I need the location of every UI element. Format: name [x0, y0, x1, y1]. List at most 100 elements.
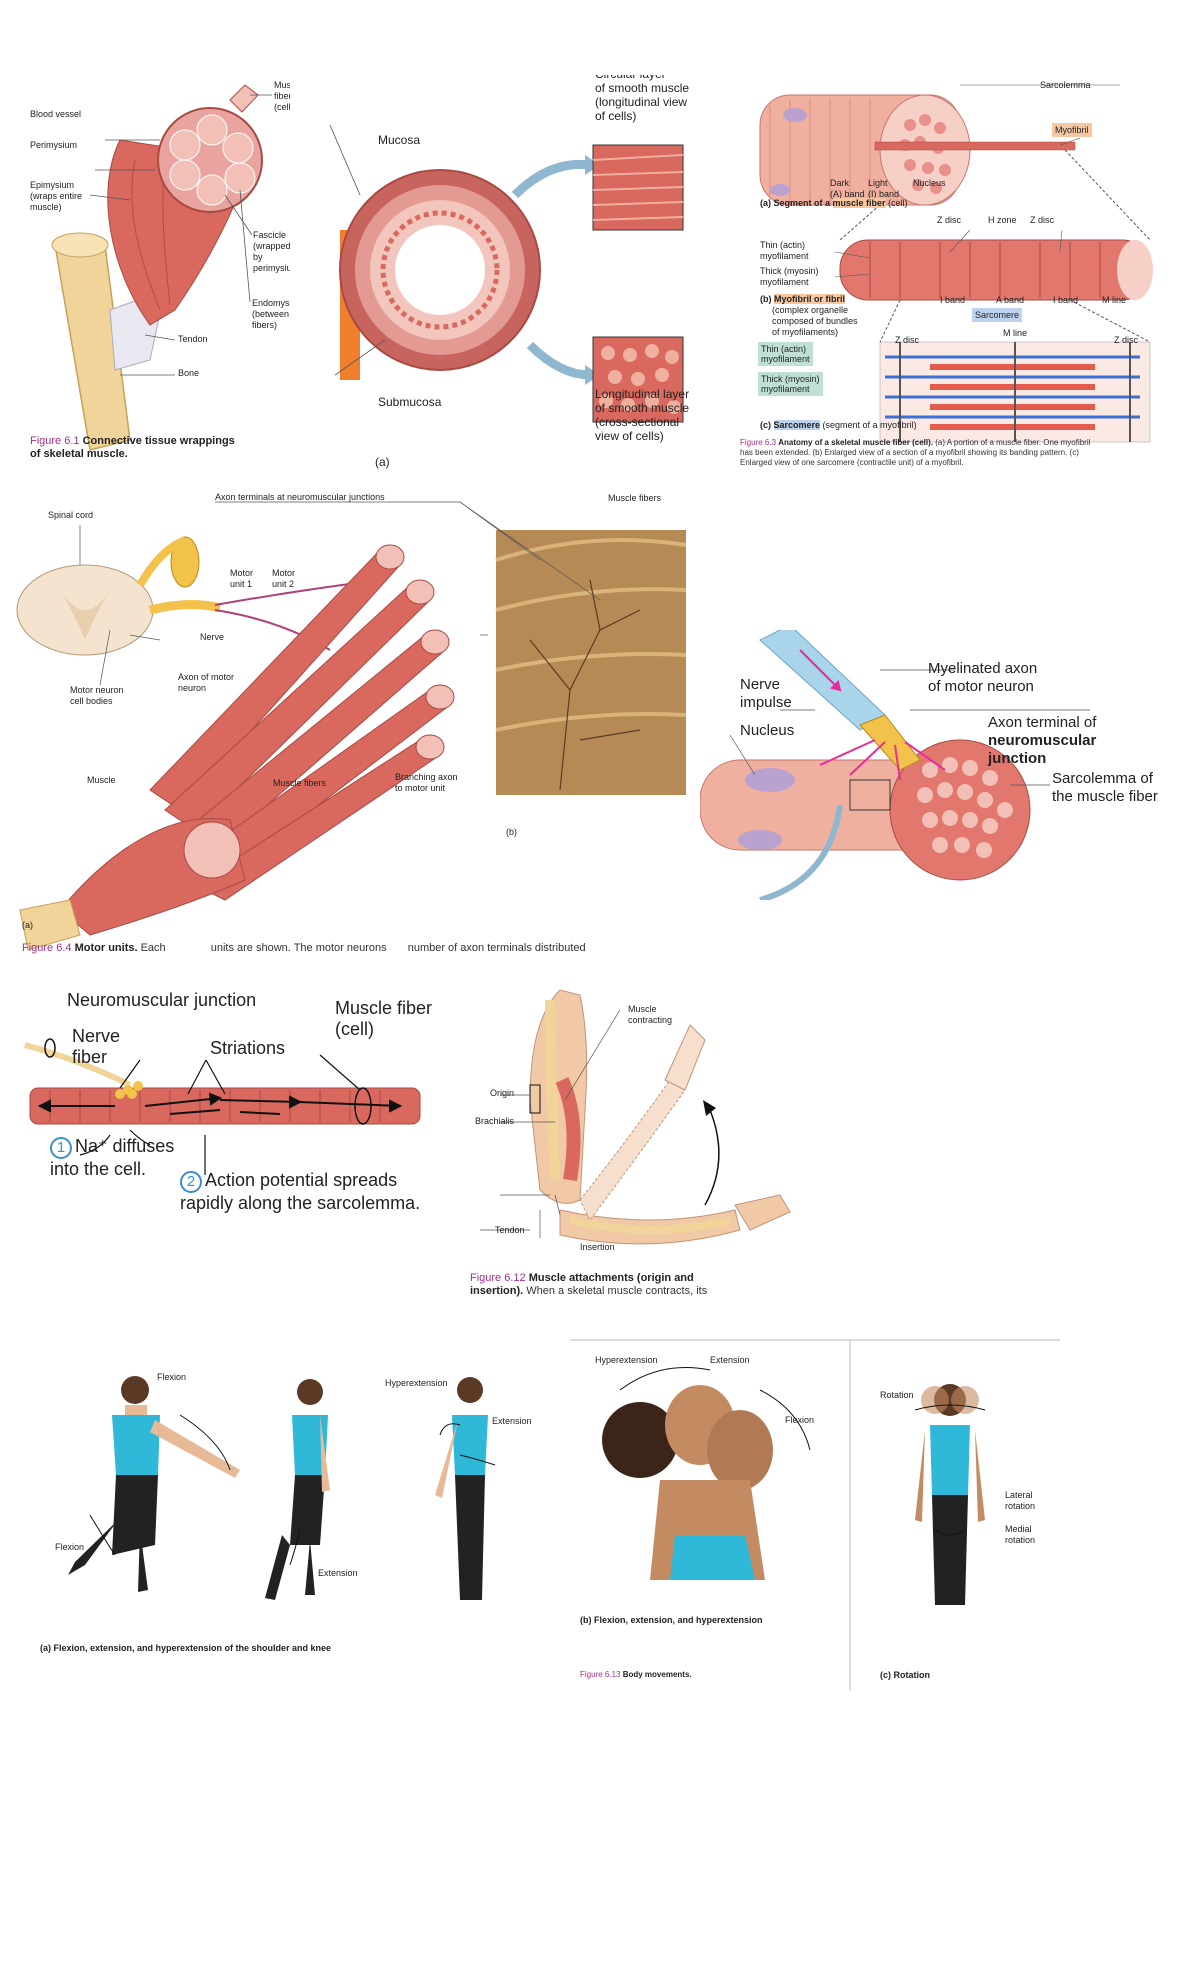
- part-b-caption: (b) Myofibril or fibril: [760, 294, 845, 305]
- label-circular-layer: Circular layer of smooth muscle (longitu…: [595, 75, 690, 123]
- figure-6-13: Flexion Flexion Extension Hyperextension…: [20, 1330, 1080, 1710]
- label-muscle-fibers: Muscle fibers: [273, 778, 327, 788]
- part-c-caption: (c) Sarcomere (segment of a myofibril): [760, 420, 917, 431]
- tag-myofibril: Myofibril: [1052, 123, 1092, 137]
- caption-6-12: Figure 6.12 Muscle attachments (origin a…: [470, 1272, 800, 1298]
- part-b-sub: (complex organelle composed of bundles o…: [772, 305, 858, 337]
- nmj-illustration: [700, 630, 1090, 900]
- part-b-highlight: Myofibril or fibril: [774, 294, 845, 304]
- muscle-fiber-anatomy-illustration: [759, 84, 1153, 443]
- label-axon-terminals: Axon terminals at neuromuscular junction…: [215, 492, 385, 502]
- label-submucosa: Submucosa: [378, 395, 442, 409]
- label-z-disc-3: Z disc: [895, 335, 920, 345]
- label-longitudinal-layer: Longitudinal layer of smooth muscle (cro…: [595, 387, 690, 443]
- label-muscle-fibers-micrograph: Muscle fibers: [608, 493, 662, 503]
- label-blood-vessel: Blood vessel: [30, 109, 82, 119]
- muscle-wrapping-illustration: [51, 84, 272, 451]
- label-spinal-cord: Spinal cord: [48, 510, 94, 520]
- figure-shoulder-knee-flexion: [68, 1376, 240, 1592]
- caption-part-1: Each: [140, 942, 166, 954]
- step-2-text: Action potential spreads rapidly along t…: [180, 1170, 421, 1213]
- label-muscle-contracting: Muscle contracting: [628, 1004, 673, 1025]
- label-h-zone: H zone: [988, 215, 1017, 225]
- label-mucosa: Mucosa: [378, 133, 421, 147]
- part-c-prefix: (c): [760, 420, 774, 430]
- caption-title: Muscle attachments (origin and insertion…: [470, 1272, 694, 1297]
- label-myelinated-axon: Myelinated axon of motor neuron: [928, 660, 1038, 695]
- label-epimysium: Epimysium (wraps entire muscle): [30, 180, 83, 212]
- label-nmj: neuromuscular junction: [988, 732, 1097, 767]
- label-hyperextension-2: Hyperextension: [595, 1355, 658, 1365]
- caption-6-1: Figure 6.1 Connective tissue wrappings o…: [30, 435, 290, 461]
- label-part-b: (b) Flexion, extension, and hyperextensi…: [580, 1615, 763, 1625]
- figure-6-4: Axon terminals at neuromuscular junction…: [0, 490, 700, 970]
- tag-sarcomere: Sarcomere: [972, 308, 1023, 322]
- label-flexion-3: Flexion: [785, 1415, 815, 1425]
- figure-6-12: Muscle contracting Origin Brachialis Ten…: [470, 980, 800, 1310]
- label-nucleus: Nucleus: [740, 722, 795, 739]
- tag-thin-myofilament: Thin (actin) myofilament: [758, 342, 813, 366]
- label-axon-motor-neuron: Axon of motor neuron: [178, 672, 235, 693]
- caption-6-13: Figure 6.13 Body movements.: [580, 1670, 692, 1680]
- label-nucleus: Nucleus: [913, 178, 946, 188]
- neuromuscular-junction-figure: Nerve impulse Nucleus Myelinated axon of…: [700, 630, 1200, 900]
- figure-shoulder-hyperextension: [435, 1377, 488, 1600]
- motor-unit-illustration: [16, 501, 687, 951]
- label-nmj-top: Neuromuscular junction: [67, 990, 257, 1010]
- label-axon-terminal: Axon terminal of: [988, 714, 1097, 731]
- label-part-a: (a): [22, 920, 33, 930]
- figure-6-3: Sarcolemma Myofibril Dark (A) band Light…: [740, 80, 1190, 610]
- figure-6-1: Muscle fiber (cell) Blood vessel Perimys…: [0, 40, 290, 480]
- label-nerve-fiber: Nerve fiber: [72, 1026, 121, 1067]
- label-part-a: (a): [375, 455, 390, 469]
- figure-number: Figure 6.1: [30, 435, 80, 447]
- label-insertion: Insertion: [580, 1242, 615, 1252]
- label-m-line-2: M line: [1003, 328, 1028, 338]
- label-z-disc-2: Z disc: [1030, 215, 1055, 225]
- caption-body: When a skeletal muscle contracts, its: [526, 1285, 708, 1297]
- figure-number: Figure 6.13: [580, 1670, 621, 1679]
- action-potential-illustration: [24, 1038, 421, 1175]
- figure-rotation: [914, 1384, 986, 1605]
- figure-knee-extension: [265, 1379, 330, 1600]
- smooth-muscle-illustration: [329, 124, 684, 423]
- label-nerve-impulse: Nerve impulse: [740, 676, 792, 711]
- body-movements-illustration: [68, 1339, 1060, 1690]
- label-flexion-1: Flexion: [157, 1372, 187, 1382]
- label-m-line: M line: [1102, 295, 1127, 305]
- tag-thick-myofilament: Thick (myosin) myofilament: [758, 372, 823, 396]
- label-a-band: A band: [996, 295, 1025, 305]
- label-endomysium: Endomysium (between fibers): [252, 298, 290, 330]
- label-i-band: I band: [940, 295, 966, 305]
- label-nerve: Nerve: [200, 632, 225, 642]
- label-flexion-2: Flexion: [55, 1542, 85, 1552]
- part-a-caption: (a) Segment of a muscle fiber (cell): [760, 198, 908, 209]
- label-tendon: Tendon: [178, 334, 208, 344]
- arm-illustration: [480, 989, 791, 1245]
- caption-title: Connective tissue wrappings of skeletal …: [30, 435, 235, 460]
- part-a-prefix: (a) Segment of a: [760, 198, 833, 208]
- label-part-c: (c) Rotation: [880, 1670, 930, 1680]
- label-part-a: (a) Flexion, extension, and hyperextensi…: [40, 1643, 332, 1653]
- caption-title: Motor units.: [74, 942, 138, 954]
- label-z-disc-4: Z disc: [1114, 335, 1139, 345]
- label-thin-myofilament: Thin (actin) myofilament: [760, 240, 809, 261]
- label-lateral-rotation: Lateral rotation: [1005, 1490, 1036, 1511]
- label-muscle: Muscle: [87, 775, 116, 785]
- label-rotation: Rotation: [880, 1390, 914, 1400]
- label-part-b: (b): [506, 827, 517, 837]
- label-muscle-fiber: Muscle fiber (cell): [274, 80, 290, 112]
- figure-number: Figure 6.4: [22, 942, 72, 954]
- caption-title: Body movements.: [622, 1670, 692, 1679]
- label-branching-axon: Branching axon to motor unit: [395, 772, 458, 793]
- label-striations: Striations: [210, 1038, 286, 1058]
- label-dark-band: Dark (A) band: [830, 178, 865, 199]
- caption-body: (a) A portion of a muscle fiber. One myo…: [740, 438, 1091, 467]
- label-fascicle: Fascicle (wrapped by perimysium): [253, 230, 290, 273]
- action-potential-figure: Neuromuscular junction Nerve fiber Muscl…: [20, 990, 460, 1230]
- label-extension-3: Extension: [710, 1355, 750, 1365]
- label-medial-rotation: Medial rotation: [1005, 1524, 1036, 1545]
- label-sarcolemma: Sarcolemma: [1040, 80, 1091, 90]
- part-a-suffix: (cell): [885, 198, 908, 208]
- step-1-number: 1: [50, 1137, 72, 1159]
